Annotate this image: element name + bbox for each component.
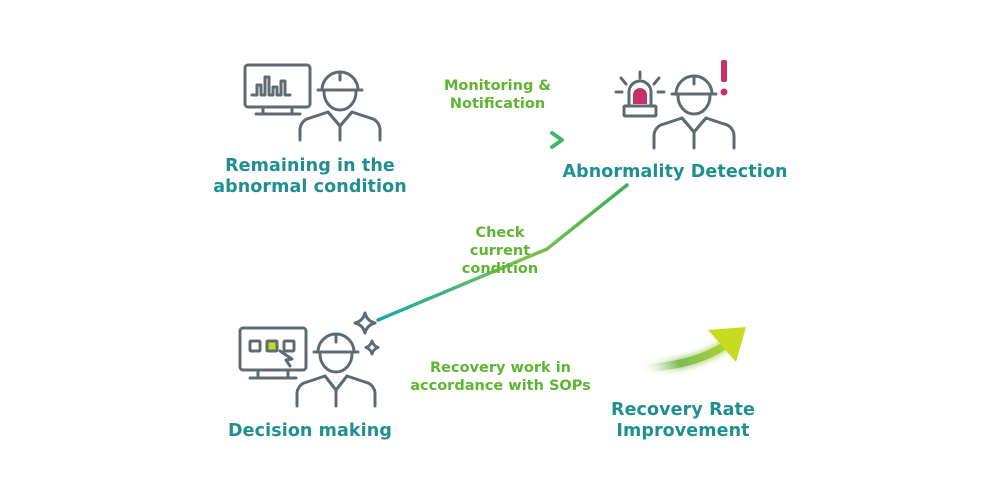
worker-with-monitor-selection-icon [238, 311, 380, 408]
worker-with-alarm-light-icon [614, 60, 736, 150]
decision-making-title: Decision making [228, 421, 392, 441]
monitoring-notification-label: Monitoring & Notification [443, 78, 552, 112]
upward-trend-arrow-icon [635, 327, 746, 375]
recovery-work-label: Recovery work in accordance with SOPs [410, 360, 591, 394]
worker-with-monitor-chart-icon [243, 63, 382, 142]
abnormality-detection-title: Abnormality Detection [562, 162, 788, 182]
check-current-condition-label: Check current condition [461, 225, 539, 277]
monitoring-arrow [413, 131, 564, 149]
check-condition-connector [376, 183, 629, 322]
remaining-abnormal-title: Remaining in the abnormal condition [213, 156, 407, 197]
recovery-rate-improvement-title: Recovery Rate Improvement [611, 400, 755, 441]
